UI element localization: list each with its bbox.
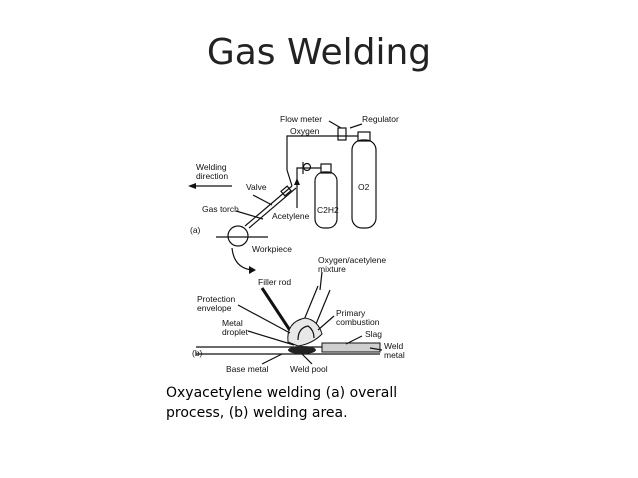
label-protection-1: Protection <box>197 294 236 304</box>
gas-torch <box>244 169 297 229</box>
label-o2: O2 <box>358 182 370 192</box>
oxygen-hose <box>286 135 358 170</box>
oxygen-cylinder <box>351 131 377 229</box>
label-workpiece: Workpiece <box>252 244 292 254</box>
acetylene-hose <box>296 167 321 182</box>
regulator <box>302 162 312 172</box>
label-oxygen: Oxygen <box>290 126 320 136</box>
label-weld-pool: Weld pool <box>290 364 328 374</box>
label-protection-2: envelope <box>197 303 232 313</box>
label-base-metal: Base metal <box>226 364 269 374</box>
label-part-a: (a) <box>190 225 201 235</box>
label-welding-direction-2: direction <box>196 171 228 181</box>
acetylene-cylinder <box>314 163 338 229</box>
caption-line-2: process, (b) welding area. <box>166 405 348 421</box>
label-metal-2: droplet <box>222 327 249 337</box>
label-regulator: Regulator <box>362 114 399 124</box>
label-part-b: (b) <box>192 348 203 358</box>
label-weld-metal-1: Weld <box>384 341 403 351</box>
label-weld-metal-2: metal <box>384 350 405 360</box>
label-filler-rod: Filler rod <box>258 277 291 287</box>
label-slag: Slag <box>365 329 382 339</box>
flame <box>287 317 323 347</box>
torch-nozzle <box>303 285 331 325</box>
label-flow-meter: Flow meter <box>280 114 322 124</box>
caption-line-1: Oxyacetylene welding (a) overall <box>166 385 398 401</box>
label-acetylene: Acetylene <box>272 211 310 221</box>
label-mixture-1: Oxygen/acetylene <box>318 255 386 265</box>
label-mixture-2: mixture <box>318 264 346 274</box>
label-metal-1: Metal <box>222 318 243 328</box>
label-c2h2: C2H2 <box>317 205 339 215</box>
weld-pool <box>288 346 316 354</box>
label-gas-torch: Gas torch <box>202 204 239 214</box>
diagram-caption: Oxyacetylene welding (a) overall process… <box>166 383 426 423</box>
label-primary-1: Primary <box>336 308 366 318</box>
label-welding-direction-1: Welding <box>196 162 227 172</box>
label-valve: Valve <box>246 182 267 192</box>
weld-metal <box>321 342 381 353</box>
label-primary-2: combustion <box>336 317 380 327</box>
flow-meter <box>337 127 347 141</box>
slide-title: Gas Welding <box>206 32 432 73</box>
